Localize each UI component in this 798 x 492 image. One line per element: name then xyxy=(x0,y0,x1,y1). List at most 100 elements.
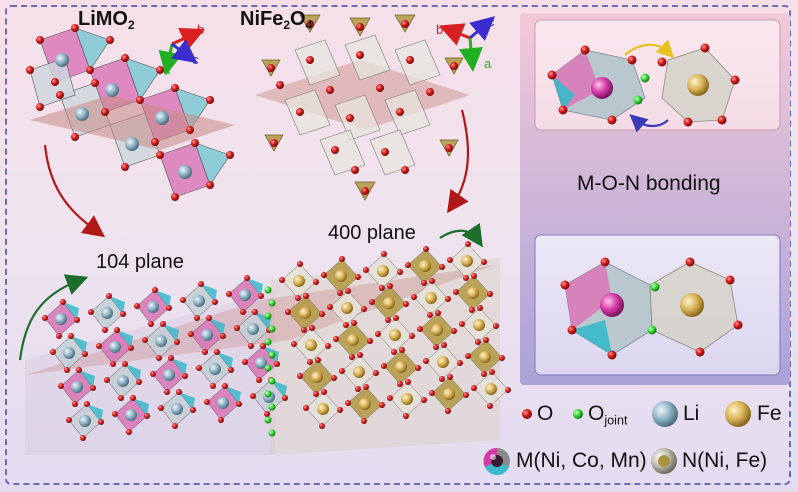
oxygen-atom xyxy=(453,289,459,295)
limo2-octahedron-face xyxy=(163,324,179,342)
oxygen-atom xyxy=(417,326,423,332)
plane-104-label: 104 plane xyxy=(96,251,184,273)
arrow-to-left-lattice xyxy=(18,274,89,361)
li-atom xyxy=(101,307,113,319)
fe-atom xyxy=(377,265,389,277)
oxygen-atom xyxy=(68,333,74,339)
oxygen-atom xyxy=(301,327,307,333)
oxygen-atom xyxy=(274,361,280,367)
oxygen-atom xyxy=(190,407,196,413)
oxygen-atom xyxy=(445,408,451,414)
axis-label-a-right: a xyxy=(484,56,492,71)
plane-400-label: 400 plane xyxy=(328,222,416,244)
oxygen-atom xyxy=(220,333,226,339)
nife2o4-lattice xyxy=(279,241,511,429)
joint-oxygen-atom xyxy=(264,390,272,398)
li-atom xyxy=(63,347,75,359)
oxygen-atom xyxy=(361,306,367,312)
joint-oxygen-atom xyxy=(268,377,276,385)
fe-atom xyxy=(467,287,479,299)
joint-oxygen-atom xyxy=(264,312,272,320)
oxygen-atom xyxy=(415,365,421,371)
axis-label-b-right: b xyxy=(436,22,444,37)
fe-atom xyxy=(383,297,395,309)
oxygen-atom xyxy=(505,387,511,393)
oxygen-atom xyxy=(198,281,204,287)
oxygen-atom xyxy=(345,400,351,406)
oxygen-atom xyxy=(447,257,453,263)
legend-li-swatch xyxy=(652,401,678,427)
oxygen-atom xyxy=(120,311,126,317)
oxygen-atom xyxy=(128,345,134,351)
oxygen-atom xyxy=(66,417,72,423)
fe-atom xyxy=(395,361,407,373)
fe-atom xyxy=(461,255,473,267)
oxygen-atom xyxy=(279,277,285,283)
oxygen-atom xyxy=(204,399,210,405)
li-atom xyxy=(163,369,175,381)
oxygen-atom xyxy=(483,337,489,343)
oxygen-atom xyxy=(325,343,331,349)
oxygen-atom xyxy=(471,385,477,391)
oxygen-atom xyxy=(465,353,471,359)
legend-n-swatch xyxy=(651,448,677,474)
fe-atom xyxy=(293,275,305,287)
li-atom xyxy=(209,363,221,375)
oxygen-atom xyxy=(345,288,351,294)
oxygen-atom xyxy=(385,317,391,323)
oxygen-atom xyxy=(291,341,297,347)
oxygen-atom xyxy=(88,309,94,315)
oxygen-atom xyxy=(164,389,170,395)
oxygen-atom xyxy=(387,395,393,401)
fe-atom xyxy=(485,383,497,395)
axis-glyph-right xyxy=(438,16,496,72)
legend-fe-label: Fe xyxy=(757,402,782,425)
oxygen-atom xyxy=(397,269,403,275)
limo2-octahedron-face xyxy=(133,398,149,416)
oxygen-atom xyxy=(427,312,433,318)
axis-glyph-left xyxy=(158,28,205,76)
limo2-octahedron-face xyxy=(209,318,225,336)
fe-atom xyxy=(347,334,359,346)
arrow-400-plane xyxy=(446,109,470,214)
legend-ojoint-swatch xyxy=(573,409,583,419)
limo2-octahedron-face xyxy=(71,336,87,354)
oxygen-atom xyxy=(80,435,86,441)
oxygen-atom xyxy=(339,256,345,262)
oxygen-atom xyxy=(156,355,162,361)
limo2-octahedron-face xyxy=(117,330,133,348)
legend-o-label: O xyxy=(537,402,554,425)
oxygen-atom xyxy=(122,361,128,367)
oxygen-atom xyxy=(180,297,186,303)
fe-atom xyxy=(419,260,431,272)
oxygen-atom xyxy=(297,261,303,267)
limo2-octahedron-face xyxy=(201,284,217,302)
interface-lattice xyxy=(25,241,511,455)
oxygen-atom xyxy=(445,296,451,302)
fe-atom xyxy=(425,292,437,304)
oxygen-atom xyxy=(451,328,457,334)
fe-atom xyxy=(299,307,311,319)
oxygen-atom xyxy=(118,395,124,401)
fe-atom xyxy=(341,302,353,314)
oxygen-atom xyxy=(244,275,250,281)
oxygen-atom xyxy=(463,392,469,398)
oxygen-atom xyxy=(188,331,194,337)
oxygen-atom xyxy=(387,283,393,289)
oxygen-atom xyxy=(337,407,343,413)
li-atom xyxy=(117,375,129,387)
oxygen-atom xyxy=(439,264,445,270)
oxygen-atom xyxy=(433,344,439,350)
fe-atom xyxy=(311,371,323,383)
joint-oxygen-atom xyxy=(268,429,276,437)
oxygen-atom xyxy=(361,418,367,424)
oxygen-atom xyxy=(130,395,136,401)
oxygen-atom xyxy=(355,386,361,392)
joint-oxygen-atom xyxy=(268,351,276,359)
limo2-octahedron-face xyxy=(271,380,287,398)
oxygen-atom xyxy=(102,327,108,333)
joint-oxygen-atom xyxy=(268,325,276,333)
oxygen-atom xyxy=(104,377,110,383)
